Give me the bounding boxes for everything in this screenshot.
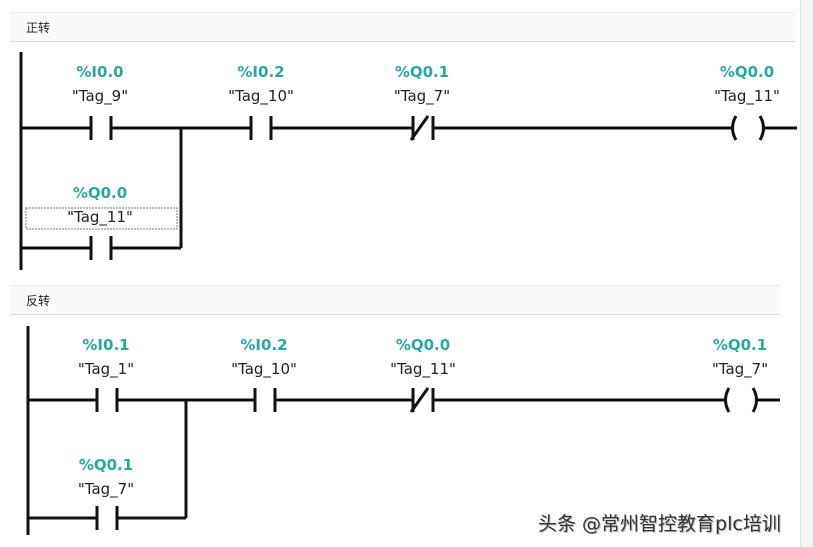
- coil-q0-0[interactable]: [731, 115, 765, 141]
- tag-label: "Tag_10": [231, 360, 297, 379]
- address-label: %Q0.1: [79, 456, 133, 474]
- address-label: %Q0.0: [720, 63, 774, 81]
- contact-no-i0-1[interactable]: [95, 388, 119, 412]
- scrollbar[interactable]: [800, 0, 813, 547]
- address-label: %Q0.1: [395, 63, 449, 81]
- address-label: %I0.2: [237, 63, 284, 81]
- address-label: %Q0.0: [396, 336, 450, 354]
- network-1-title: 正转: [26, 21, 51, 35]
- contact-no-parallel-q0-1[interactable]: [95, 506, 119, 530]
- watermark: 头条 @常州智控教育plc培训: [538, 513, 781, 535]
- contact-no-i0-0[interactable]: [89, 116, 113, 140]
- tag-label: "Tag_7": [712, 360, 768, 379]
- tag-label: "Tag_7": [78, 480, 134, 499]
- network-2-rung: %I0.1 "Tag_1" %I0.2 "Tag_10" %Q0.0 "Tag_…: [28, 336, 780, 530]
- tag-label: "Tag_11": [390, 360, 456, 379]
- network-2-title: 反转: [26, 294, 51, 308]
- contact-nc-q0-0[interactable]: [409, 387, 435, 413]
- tag-label: "Tag_11": [67, 208, 133, 227]
- tag-label: "Tag_1": [78, 360, 134, 379]
- tag-label: "Tag_9": [72, 87, 128, 106]
- address-label: %I0.1: [82, 336, 129, 354]
- address-label: %I0.0: [76, 63, 123, 81]
- contact-no-i0-2[interactable]: [249, 116, 273, 140]
- tag-label: "Tag_11": [714, 87, 780, 106]
- tag-label: "Tag_7": [394, 87, 450, 106]
- selection-box: [25, 207, 178, 230]
- tag-label: "Tag_10": [228, 87, 294, 106]
- network-1-title-bar[interactable]: 正转: [10, 12, 795, 42]
- address-label: %Q0.0: [73, 184, 127, 202]
- address-label: %I0.2: [240, 336, 287, 354]
- network-2-title-bar[interactable]: 反转: [10, 285, 780, 315]
- contact-no-parallel-q0-0[interactable]: [89, 236, 113, 260]
- contact-no-i0-2[interactable]: [253, 388, 277, 412]
- address-label: %Q0.1: [713, 336, 767, 354]
- contact-nc-q0-1[interactable]: [409, 115, 435, 141]
- coil-q0-1[interactable]: [724, 387, 758, 413]
- network-1-rung: %I0.0 "Tag_9" %I0.2 "Tag_10" %Q0.1 "Tag_…: [21, 63, 797, 260]
